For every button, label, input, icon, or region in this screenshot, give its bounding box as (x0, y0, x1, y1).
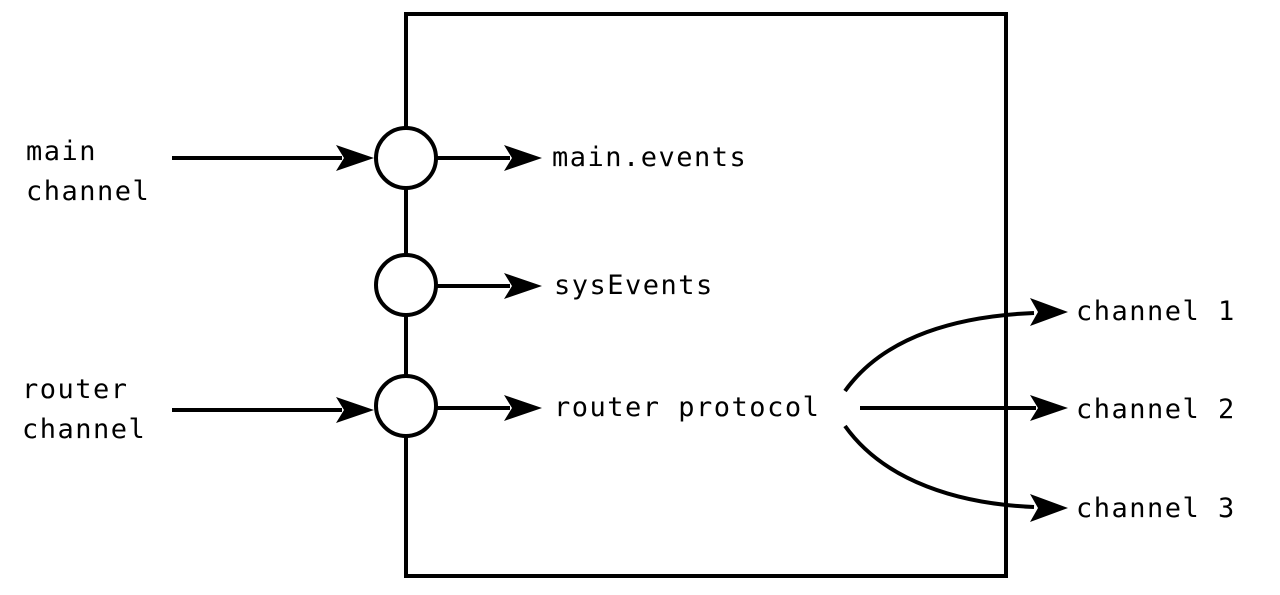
sys-events-label: sysEvents (554, 270, 714, 301)
channel-2-label: channel 2 (1076, 394, 1236, 425)
router-protocol-arrow (436, 395, 542, 421)
router-channel-input-arrow (172, 397, 374, 423)
channel-3-label: channel 3 (1076, 493, 1236, 524)
sys-events-node (374, 253, 438, 317)
channel-3-arrow (843, 424, 1068, 522)
channel-1-arrow (843, 298, 1068, 393)
main-channel-label-line2: channel (26, 176, 150, 207)
router-channel-node (374, 374, 438, 438)
router-protocol-label: router protocol (554, 392, 820, 423)
router-channel-label-line2: channel (22, 414, 146, 445)
main-events-label: main.events (552, 142, 747, 173)
channel-2-arrow (860, 395, 1068, 421)
main-events-arrow (436, 145, 542, 171)
main-channel-input-arrow (172, 145, 374, 171)
sys-events-arrow (436, 273, 542, 299)
router-channel-label-line1: router (22, 374, 129, 405)
main-channel-node (374, 126, 438, 190)
channel-1-label: channel 1 (1076, 296, 1236, 327)
main-channel-label-line1: main (26, 136, 97, 167)
